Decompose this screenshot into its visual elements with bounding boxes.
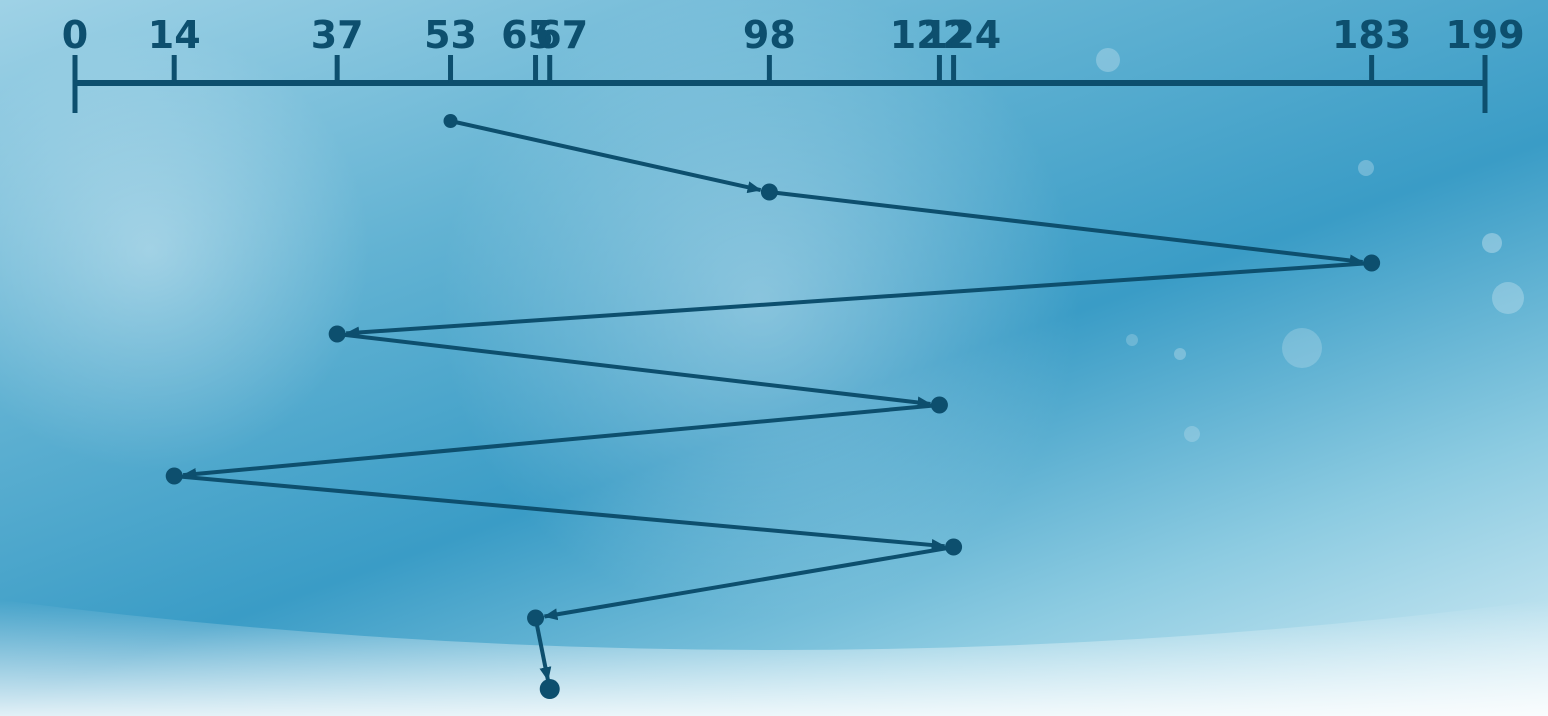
head-position-point bbox=[760, 183, 778, 201]
axis-tick-label: 65 bbox=[501, 13, 554, 57]
axis-tick-label: 122 bbox=[890, 13, 969, 57]
axis-tick-label: 98 bbox=[743, 13, 796, 57]
axis-tick-label: 14 bbox=[148, 13, 201, 57]
movement-arrow bbox=[543, 545, 954, 621]
axis-tick-label: 183 bbox=[1332, 13, 1411, 57]
head-position-point bbox=[945, 538, 963, 556]
axis-tick-label: 199 bbox=[1445, 13, 1524, 57]
movement-arrow bbox=[336, 332, 932, 409]
movement-arrow bbox=[533, 617, 552, 682]
head-position-point bbox=[443, 114, 458, 128]
axis-tick-label: 124 bbox=[922, 13, 1001, 57]
movement-arrow bbox=[450, 119, 762, 194]
head-position-point bbox=[527, 609, 545, 627]
axis-tick-label: 53 bbox=[424, 13, 477, 57]
head-position-point bbox=[328, 325, 346, 343]
head-position-point bbox=[1363, 254, 1381, 272]
head-position-point bbox=[165, 467, 183, 485]
movement-arrow bbox=[769, 190, 1364, 267]
axis-tick-label: 0 bbox=[62, 13, 88, 57]
head-position-point bbox=[930, 396, 948, 414]
movement-arrow bbox=[182, 403, 940, 480]
movement-arrow bbox=[345, 261, 1372, 339]
movement-arrow bbox=[174, 474, 946, 551]
head-movement-path bbox=[165, 114, 1381, 699]
head-position-point bbox=[539, 679, 560, 699]
axis-tick-label: 67 bbox=[535, 13, 588, 57]
axis-tick-label: 37 bbox=[311, 13, 364, 57]
